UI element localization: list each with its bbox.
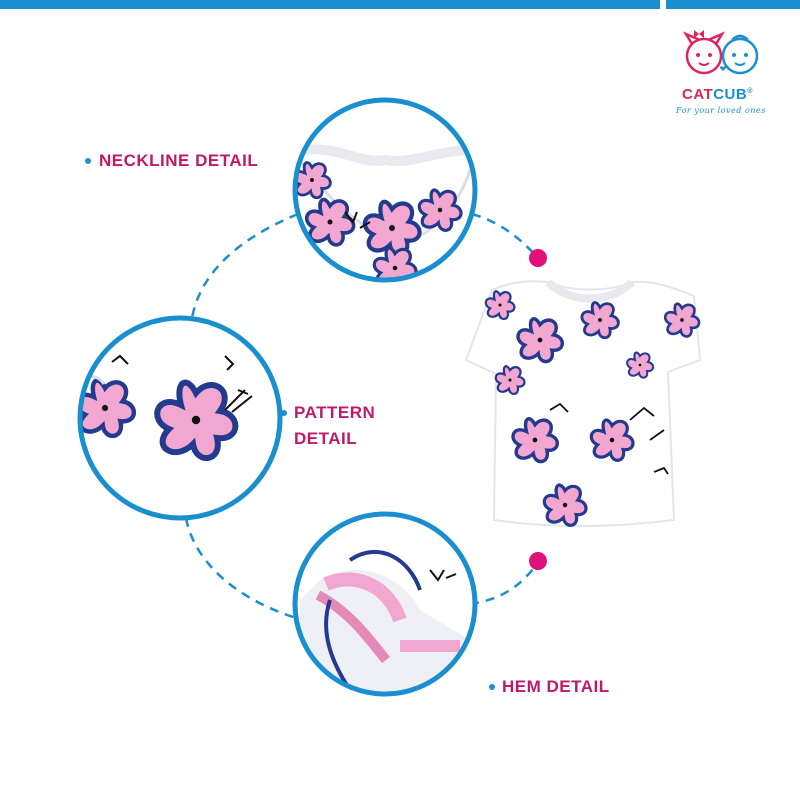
pattern-detail-label-line1: PATTERN — [294, 403, 376, 422]
brand-name-part1: CAT — [682, 86, 714, 103]
neckline-detail-image — [292, 97, 478, 283]
brand-name-part2: CUB — [713, 86, 748, 103]
neckline-pointer-dot — [529, 249, 547, 267]
registered-mark: ® — [747, 88, 753, 95]
neckline-connector — [471, 212, 539, 259]
bullet-dot — [281, 410, 287, 416]
pattern-detail-label-line2: DETAIL — [294, 429, 358, 448]
brand-tagline: For your loved ones — [676, 106, 766, 115]
brand-name: CATCUB® — [682, 86, 753, 103]
pattern-detail-image — [77, 315, 283, 521]
hem-connector — [469, 561, 540, 606]
cat-and-cub-faces-icon — [682, 30, 759, 75]
neckline-detail-label: NECKLINE DETAIL — [99, 151, 259, 170]
hem-pointer-dot — [529, 552, 547, 570]
top-accent-bar — [0, 0, 660, 9]
top-accent-bar-right — [666, 0, 800, 9]
hem-detail-label: HEM DETAIL — [502, 677, 610, 696]
bullet-dot — [85, 158, 91, 164]
tshirt-image — [464, 279, 702, 527]
bullet-dot — [489, 684, 495, 690]
hem-detail-image — [292, 511, 478, 697]
